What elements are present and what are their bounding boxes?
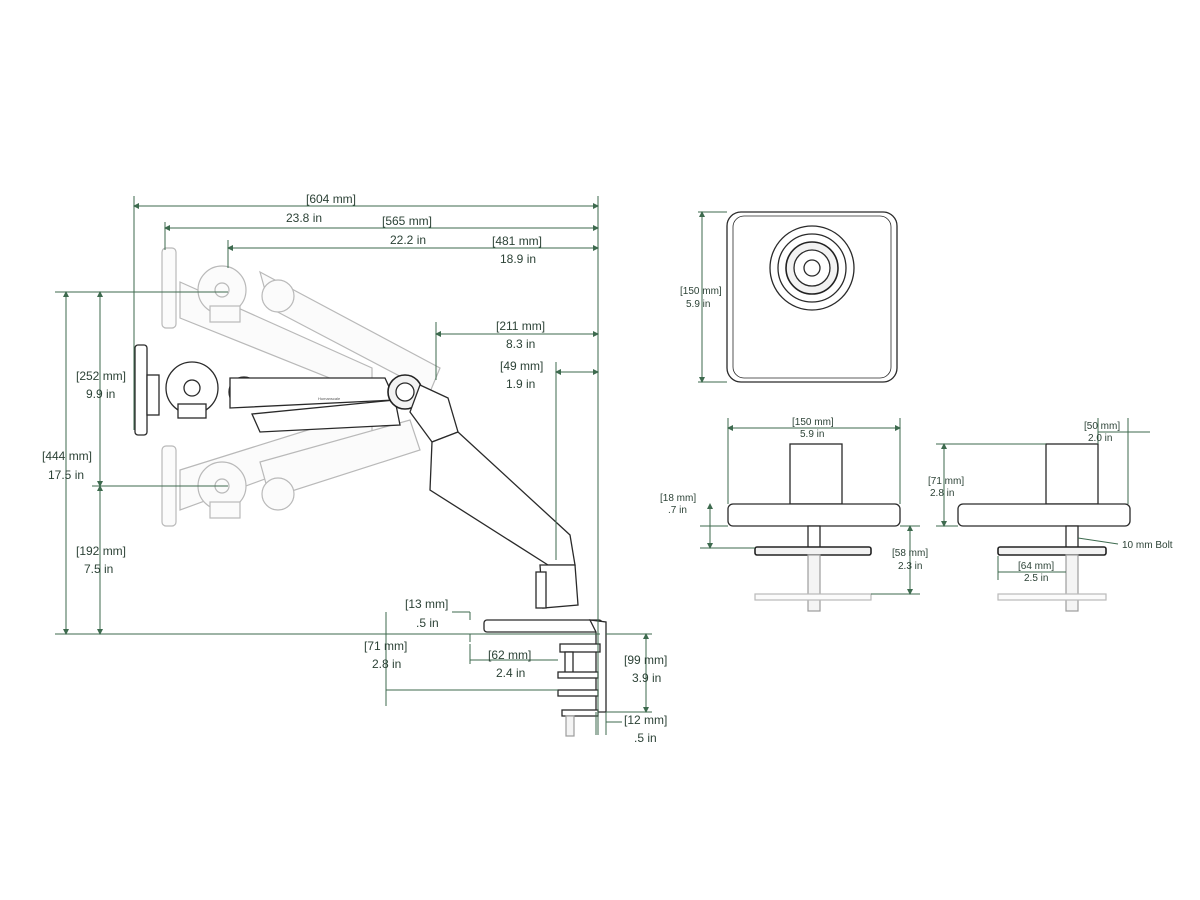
overall-reach-mm: [604 mm] bbox=[306, 192, 356, 206]
dim-reach-mid: [565 mm] 22.2 in bbox=[164, 214, 599, 250]
reach-min-mm: [481 mm] bbox=[492, 234, 542, 248]
desk-clamp-side bbox=[483, 619, 607, 737]
arm-ghost-upper bbox=[161, 247, 441, 396]
clamp-height-mm: [99 mm] bbox=[624, 653, 667, 667]
base-thickness-in: .5 in bbox=[416, 616, 439, 630]
clamp-width-mm: [64 mm] bbox=[1018, 561, 1054, 572]
post-height-in: 2.8 in bbox=[930, 488, 954, 499]
dim-reach-min: [481 mm] 18.9 in bbox=[227, 234, 599, 268]
dim-total-height: [444 mm] 17.5 in bbox=[42, 291, 92, 635]
clamp-depth-in: 2.8 in bbox=[372, 657, 401, 671]
reach-min-in: 18.9 in bbox=[500, 252, 536, 266]
dim-clamp-height: [99 mm] 3.9 in bbox=[606, 633, 667, 713]
base-thickness-front-in: .7 in bbox=[668, 505, 687, 516]
dim-base-thickness: [13 mm] .5 in bbox=[405, 597, 471, 642]
dim-clamp-gap: [62 mm] 2.4 in bbox=[469, 644, 558, 680]
dim-clamp-lip: [12 mm] .5 in bbox=[595, 712, 667, 745]
post-height-mm: [71 mm] bbox=[928, 476, 964, 487]
overall-reach-in: 23.8 in bbox=[286, 211, 322, 225]
post-offset-mm: [49 mm] bbox=[500, 359, 543, 373]
reach-mid-in: 22.2 in bbox=[390, 233, 426, 247]
clamp-depth-mm: [71 mm] bbox=[364, 639, 407, 653]
clamp-lip-in: .5 in bbox=[634, 731, 657, 745]
total-height-mm: [444 mm] bbox=[42, 449, 92, 463]
vesa-size-mm: [150 mm] bbox=[680, 286, 722, 297]
base-side-view: [50 mm] 2.0 in [71 mm] 2.8 in [64 mm] 2.… bbox=[928, 418, 1173, 612]
clamp-gap-mm: [62 mm] bbox=[488, 648, 531, 662]
total-height-in: 17.5 in bbox=[48, 468, 84, 482]
reach-mid-mm: [565 mm] bbox=[382, 214, 432, 228]
clamp-height-in: 3.9 in bbox=[632, 671, 661, 685]
base-width-mm: [150 mm] bbox=[792, 417, 834, 428]
post-width-mm: [50 mm] bbox=[1084, 421, 1120, 432]
height-range-mm: [252 mm] bbox=[76, 369, 126, 383]
base-width-in: 5.9 in bbox=[800, 429, 824, 440]
dim-min-height: [192 mm] 7.5 in bbox=[76, 485, 126, 635]
arm-brand-label: Humanscale bbox=[318, 396, 341, 401]
pivot-offset-in: 8.3 in bbox=[506, 337, 535, 351]
base-front-view: [150 mm] 5.9 in [18 mm] .7 in [58 mm] 2.… bbox=[660, 417, 928, 612]
dim-pivot-offset: [211 mm] 8.3 in bbox=[435, 319, 599, 380]
base-thickness-mm: [13 mm] bbox=[405, 597, 448, 611]
front-clamp-gap-mm: [58 mm] bbox=[892, 548, 928, 559]
vesa-plate-view: [150 mm] 5.9 in bbox=[680, 211, 898, 383]
dim-overall-reach: [604 mm] 23.8 in bbox=[133, 192, 599, 430]
pivot-offset-mm: [211 mm] bbox=[496, 319, 545, 333]
dim-post-offset: [49 mm] 1.9 in bbox=[500, 359, 599, 560]
post-width-in: 2.0 in bbox=[1088, 433, 1112, 444]
base-thickness-front-mm: [18 mm] bbox=[660, 493, 696, 504]
min-height-in: 7.5 in bbox=[84, 562, 113, 576]
clamp-lip-mm: [12 mm] bbox=[624, 713, 667, 727]
dim-clamp-depth: [71 mm] 2.8 in bbox=[364, 612, 558, 706]
forearm bbox=[409, 384, 579, 609]
clamp-width-in: 2.5 in bbox=[1024, 573, 1048, 584]
vesa-size-in: 5.9 in bbox=[686, 299, 710, 310]
bolt-label: 10 mm Bolt bbox=[1122, 540, 1173, 551]
height-range-in: 9.9 in bbox=[86, 387, 115, 401]
front-clamp-gap-in: 2.3 in bbox=[898, 561, 922, 572]
min-height-mm: [192 mm] bbox=[76, 544, 126, 558]
dim-height-range: [252 mm] 9.9 in bbox=[76, 291, 126, 487]
post-offset-in: 1.9 in bbox=[506, 377, 535, 391]
arm-main-position: Humanscale bbox=[134, 344, 423, 436]
clamp-gap-in: 2.4 in bbox=[496, 666, 525, 680]
